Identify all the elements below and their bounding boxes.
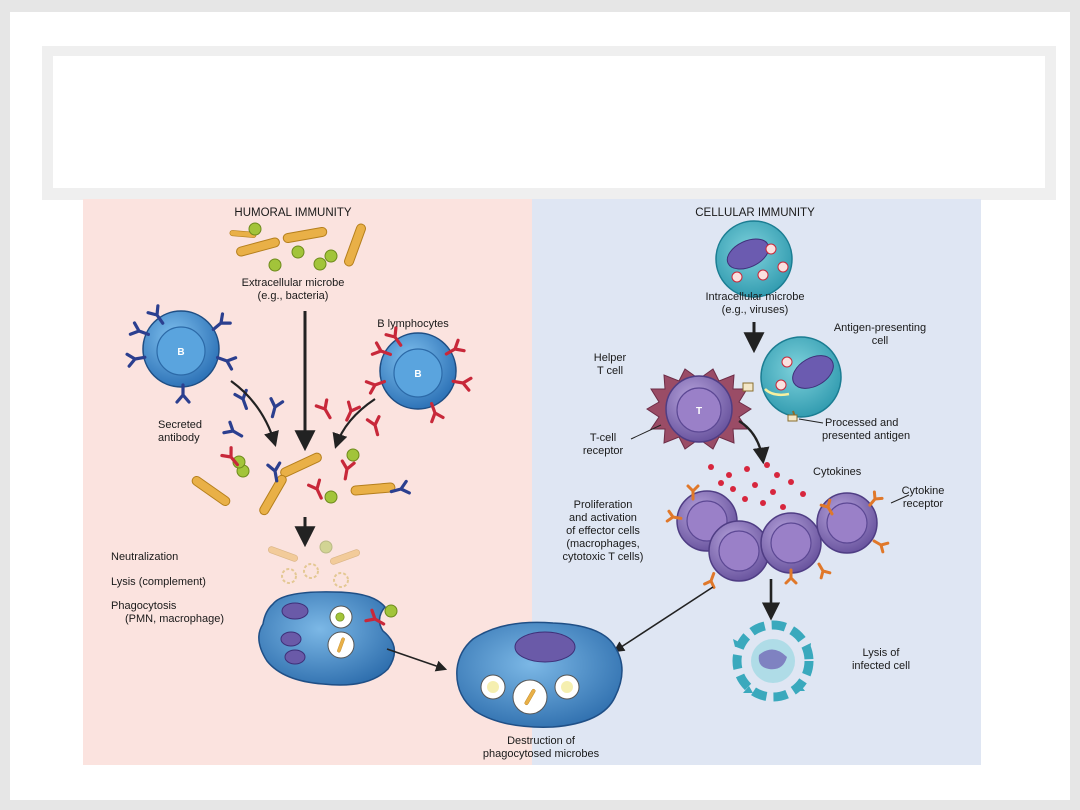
b-cell-right xyxy=(364,326,473,424)
b-cell-left xyxy=(125,304,238,404)
b-cell-left-letter: B xyxy=(177,347,184,358)
cytokines-label: Cytokines xyxy=(813,466,862,478)
cytokine-receptor-leader xyxy=(890,494,910,504)
tcr-label: T-cell xyxy=(590,432,616,444)
lysed-infected-cell xyxy=(732,620,814,702)
tcr-label-2: receptor xyxy=(583,445,624,457)
processed-antigen-leader xyxy=(798,418,824,424)
cytokine-receptor-label-2: receptor xyxy=(903,498,944,510)
neutralization-label: Neutralization xyxy=(111,551,178,563)
cellular-heading: CELLULAR IMMUNITY xyxy=(695,207,815,219)
tcr-leader xyxy=(630,424,662,440)
presented-antigen-marker xyxy=(787,414,798,422)
slide-title-box[interactable] xyxy=(53,56,1045,188)
phagocyte xyxy=(258,591,398,686)
secreted-antibody-label: Secreted xyxy=(158,419,202,431)
arrow-effector-to-destruction xyxy=(613,586,714,653)
arrow-left-b-to-antibody xyxy=(230,380,279,447)
destruction-label-2: phagocytosed microbes xyxy=(483,748,600,760)
arrow-right-b-to-antibody xyxy=(332,398,376,449)
immunity-diagram-svg: HUMORAL IMMUNITY Extracellular microbe (… xyxy=(83,199,981,765)
phagocytosis-cell-types-label: (PMN, macrophage) xyxy=(125,613,224,625)
immunity-figure: HUMORAL IMMUNITY Extracellular microbe (… xyxy=(83,199,981,765)
extracellular-microbe-label: Extracellular microbe xyxy=(242,277,345,289)
extracellular-microbe-example: (e.g., bacteria) xyxy=(258,290,329,302)
apc-label: Antigen-presenting xyxy=(834,322,926,334)
helper-t-cell-label: Helper xyxy=(594,352,627,364)
lysis-infected-label: Lysis of xyxy=(863,647,901,659)
phagocytosis-label: Phagocytosis xyxy=(111,600,177,612)
proliferation-label-2: and activation xyxy=(569,512,637,524)
neutralized-bacteria xyxy=(267,540,361,588)
cytokine-receptor-label: Cytokine xyxy=(902,485,945,497)
proliferation-label-4: (macrophages, xyxy=(566,538,639,550)
processed-antigen-label-2: presented antigen xyxy=(822,430,910,442)
helper-t-cell-label-2: T cell xyxy=(597,365,623,377)
proliferation-label-5: cytotoxic T cells) xyxy=(563,551,644,563)
b-lymphocytes-label: B lymphocytes xyxy=(377,318,449,330)
b-cell-right-letter: B xyxy=(414,369,421,380)
apc-label-2: cell xyxy=(872,335,889,347)
intracellular-microbe-example: (e.g., viruses) xyxy=(722,304,789,316)
humoral-heading: HUMORAL IMMUNITY xyxy=(234,207,351,219)
antigen-presenting-cell xyxy=(760,336,842,418)
lysis-complement-label: Lysis (complement) xyxy=(111,576,206,588)
secreted-antibody-label-2: antibody xyxy=(158,432,200,444)
intracellular-microbe-label: Intracellular microbe xyxy=(705,291,804,303)
virus-infected-cell xyxy=(715,220,793,298)
lysis-infected-label-2: infected cell xyxy=(852,660,910,672)
cytokines xyxy=(708,462,806,510)
helper-t-cell xyxy=(646,368,754,450)
proliferation-label: Proliferation xyxy=(574,499,633,511)
arrow-phagocyte-to-destruction xyxy=(386,648,448,672)
processed-antigen-label: Processed and xyxy=(825,417,898,429)
destruction-label: Destruction of xyxy=(507,735,576,747)
t-cell-letter: T xyxy=(696,406,702,417)
phagocytosed-microbes-destruction xyxy=(456,621,623,728)
arrow-helper-to-cytokines xyxy=(738,419,770,465)
proliferation-label-3: of effector cells xyxy=(566,525,640,537)
